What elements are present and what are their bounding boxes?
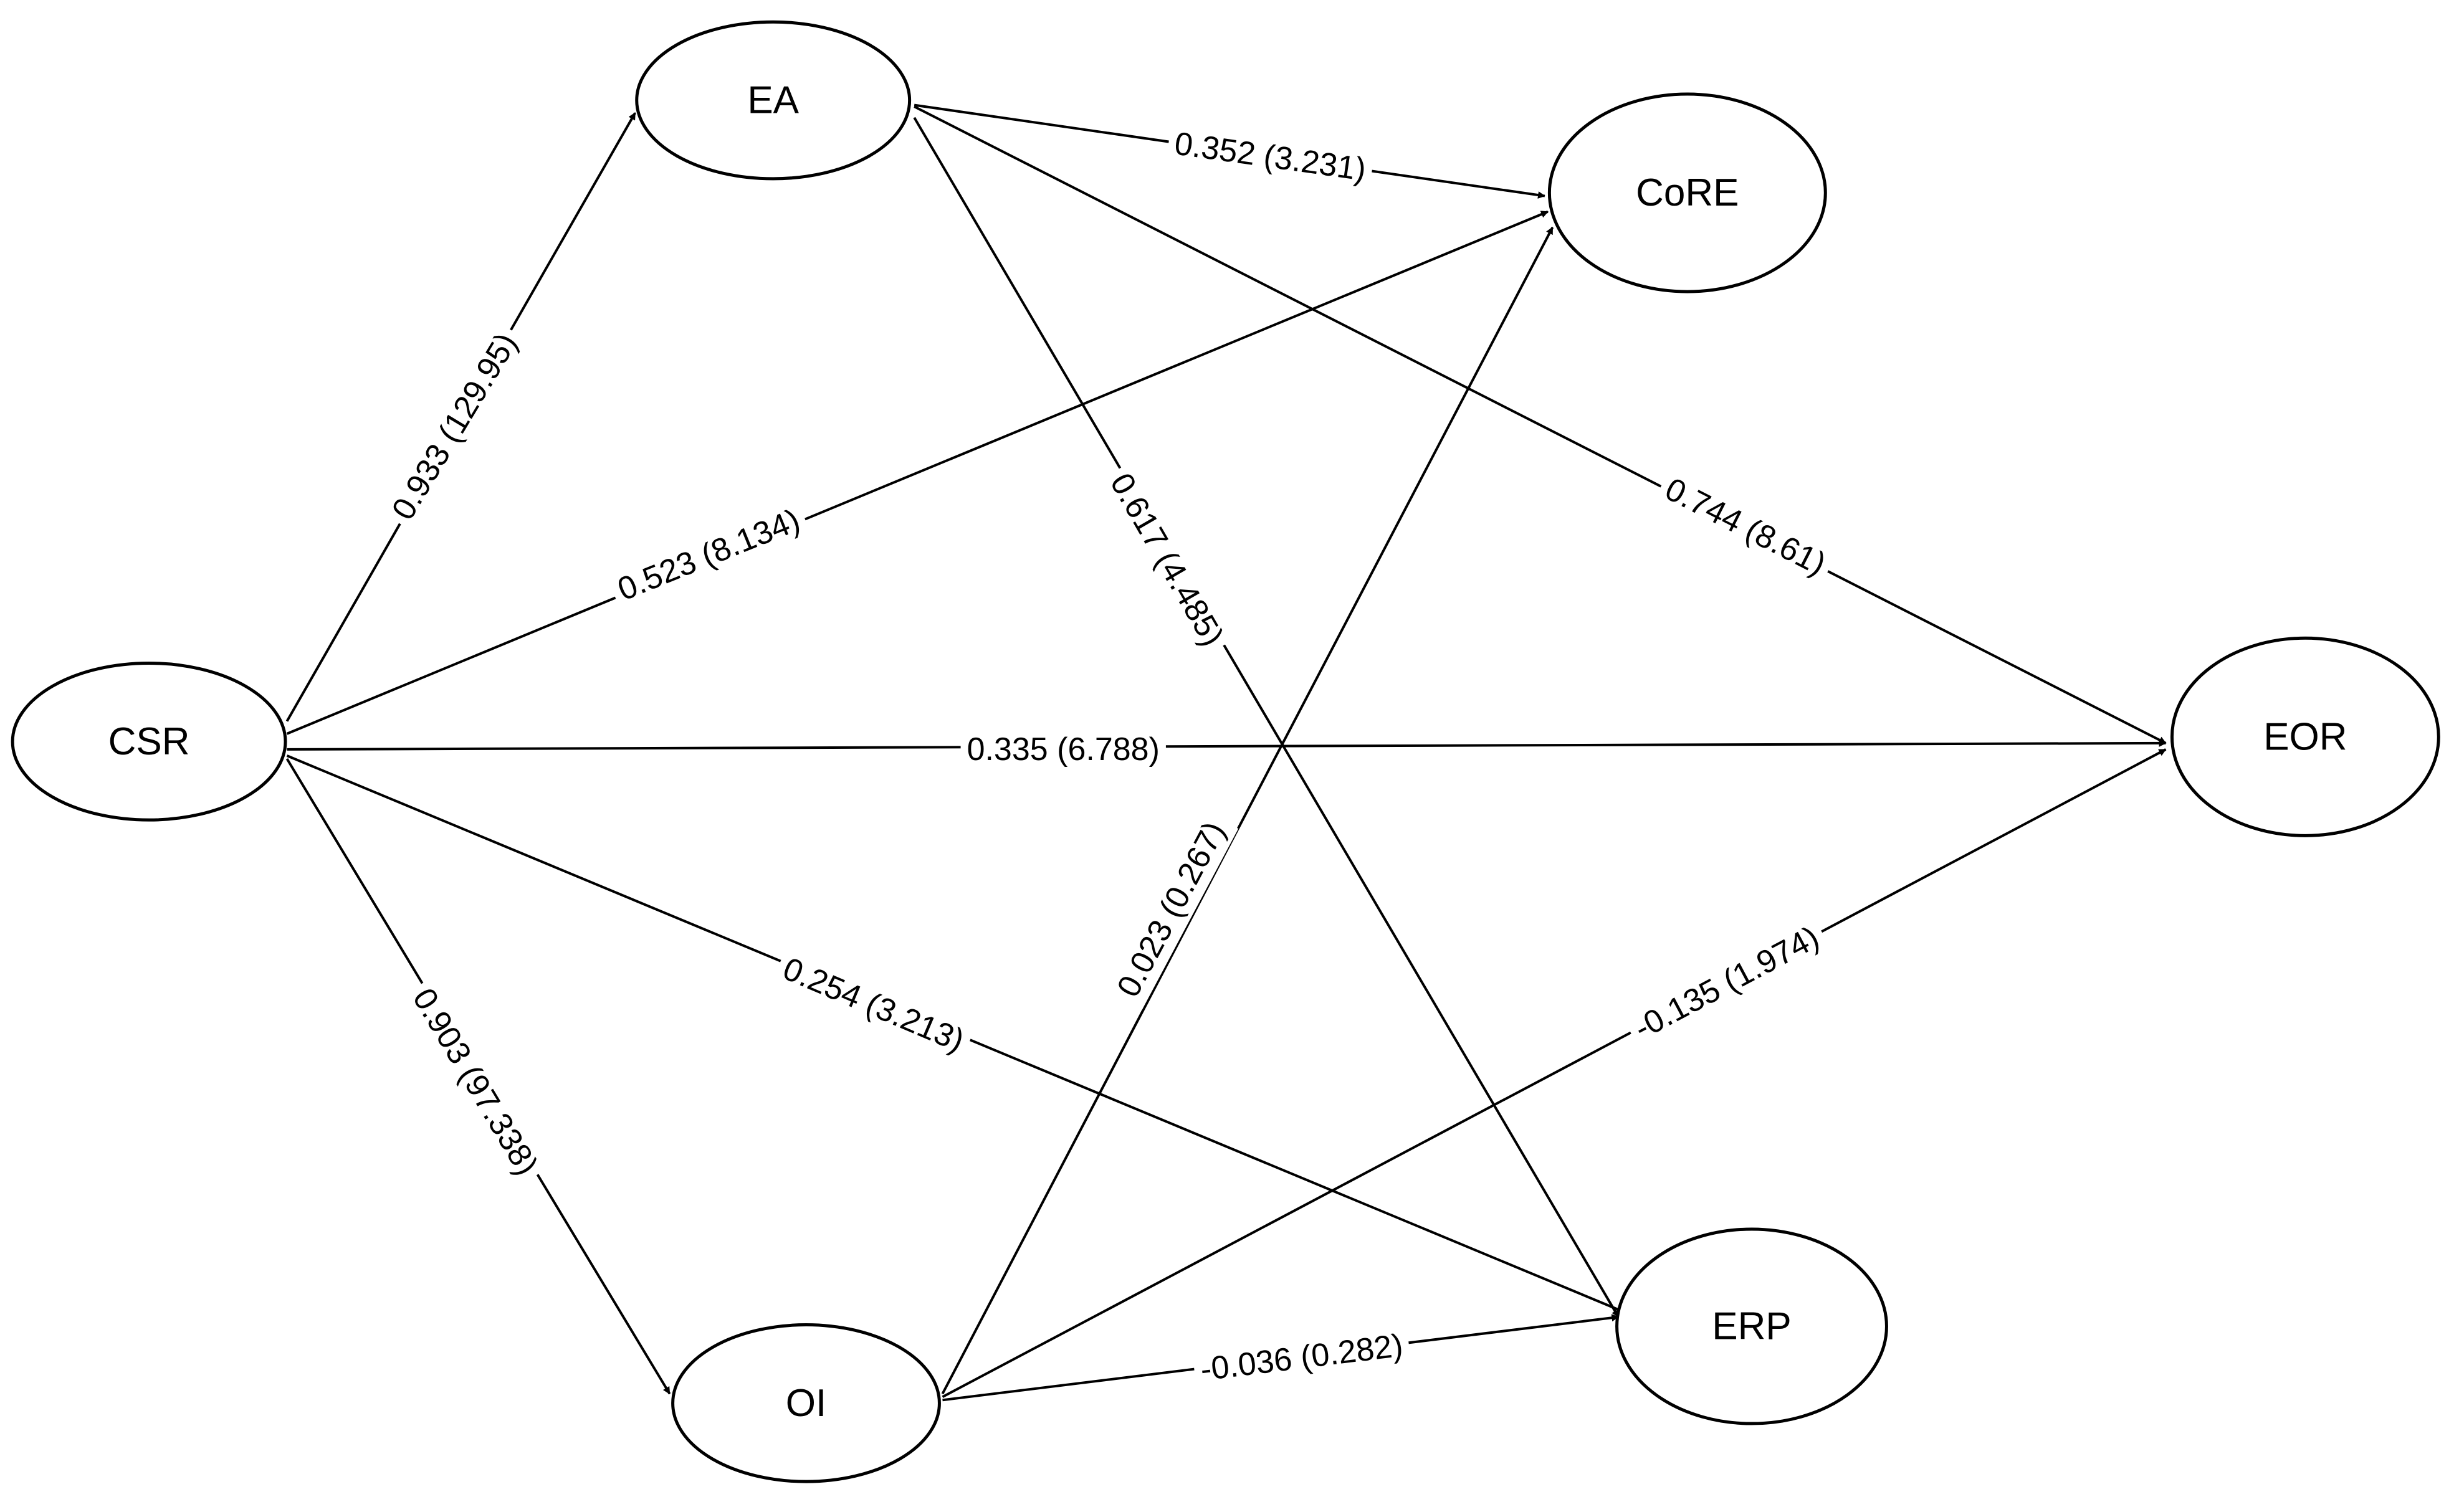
nodes-layer: CSR EA OI CoRE EOR ERP bbox=[11, 20, 2440, 1483]
path-ea-to-core: 0.352 (3.231) bbox=[914, 103, 1546, 199]
path-ea-to-erp: 0.617 (4.485) bbox=[913, 116, 1620, 1318]
arrow-csr-to-core bbox=[286, 210, 1549, 735]
node-label-csr: CSR bbox=[108, 720, 190, 763]
coefficient-label-ea-to-erp: 0.617 (4.485) bbox=[1103, 467, 1231, 652]
path-oi-to-eor: -0.135 (1.974) bbox=[942, 748, 2167, 1399]
coefficient-label-csr-to-ea: 0.933 (129.95) bbox=[385, 327, 525, 526]
coefficient-label-background bbox=[770, 945, 976, 1065]
arrow-oi-to-eor bbox=[942, 748, 2167, 1399]
arrow-ea-to-erp bbox=[913, 116, 1620, 1318]
coefficient-label-background bbox=[399, 975, 551, 1189]
node-oi: OI bbox=[671, 1323, 941, 1483]
node-label-erp: ERP bbox=[1712, 1305, 1791, 1348]
path-ea-to-eor: 0.744 (8.61) bbox=[914, 105, 2167, 744]
node-ellipse-erp bbox=[1615, 1227, 1888, 1425]
coefficient-label-background bbox=[379, 320, 531, 533]
node-ellipse-oi bbox=[671, 1323, 941, 1483]
path-oi-to-core: 0.023 (0.267) bbox=[941, 226, 1554, 1395]
node-ellipse-core bbox=[1547, 92, 1827, 293]
coefficient-label-csr-to-eor: 0.335 (6.788) bbox=[967, 731, 1160, 768]
coefficient-label-csr-to-core: 0.523 (8.134) bbox=[613, 502, 805, 608]
coefficient-label-background bbox=[1165, 121, 1375, 193]
edges-layer: 0.933 (129.95) 0.523 (8.134) 0.335 (6.788)… bbox=[285, 103, 2167, 1402]
coefficient-label-background bbox=[960, 728, 1166, 771]
path-csr-to-erp: 0.254 (3.213) bbox=[286, 754, 1626, 1314]
arrow-ea-to-eor bbox=[914, 105, 2167, 744]
node-erp: ERP bbox=[1615, 1227, 1888, 1425]
node-csr: CSR bbox=[11, 662, 287, 822]
coefficient-label-oi-to-eor: -0.135 (1.974) bbox=[1628, 920, 1825, 1047]
node-ea: EA bbox=[635, 20, 912, 181]
node-core: CoRE bbox=[1547, 92, 1827, 293]
coefficient-label-background bbox=[1097, 460, 1237, 660]
path-oi-to-erp: -0.036 (0.282) bbox=[942, 1314, 1620, 1402]
coefficient-label-background bbox=[1104, 809, 1239, 1010]
path-csr-to-eor: 0.335 (6.788) bbox=[287, 728, 2167, 771]
arrow-oi-to-core bbox=[941, 226, 1554, 1395]
arrow-csr-to-eor bbox=[287, 739, 2167, 751]
node-ellipse-eor bbox=[2170, 636, 2440, 837]
node-ellipse-csr bbox=[11, 662, 287, 822]
node-label-oi: OI bbox=[786, 1382, 826, 1425]
path-csr-to-ea: 0.933 (129.95) bbox=[285, 112, 636, 722]
coefficient-label-ea-to-eor: 0.744 (8.61) bbox=[1659, 471, 1831, 582]
coefficient-label-background bbox=[1191, 1323, 1411, 1392]
coefficient-label-ea-to-core: 0.352 (3.231) bbox=[1172, 125, 1368, 188]
coefficient-label-background bbox=[1621, 913, 1832, 1053]
coefficient-label-oi-to-core: 0.023 (0.267) bbox=[1110, 815, 1233, 1002]
node-label-eor: EOR bbox=[2263, 715, 2347, 758]
node-label-core: CoRE bbox=[1636, 171, 1739, 214]
coefficient-label-csr-to-erp: 0.254 (3.213) bbox=[778, 951, 969, 1059]
node-label-ea: EA bbox=[747, 79, 799, 122]
path-csr-to-oi: 0.903 (97.338) bbox=[285, 758, 671, 1395]
coefficient-label-background bbox=[1652, 465, 1839, 589]
node-eor: EOR bbox=[2170, 636, 2440, 837]
coefficient-label-csr-to-oi: 0.903 (97.338) bbox=[406, 982, 545, 1182]
coefficient-label-background bbox=[606, 497, 812, 614]
node-ellipse-ea bbox=[635, 20, 912, 181]
path-csr-to-core: 0.523 (8.134) bbox=[286, 210, 1549, 735]
